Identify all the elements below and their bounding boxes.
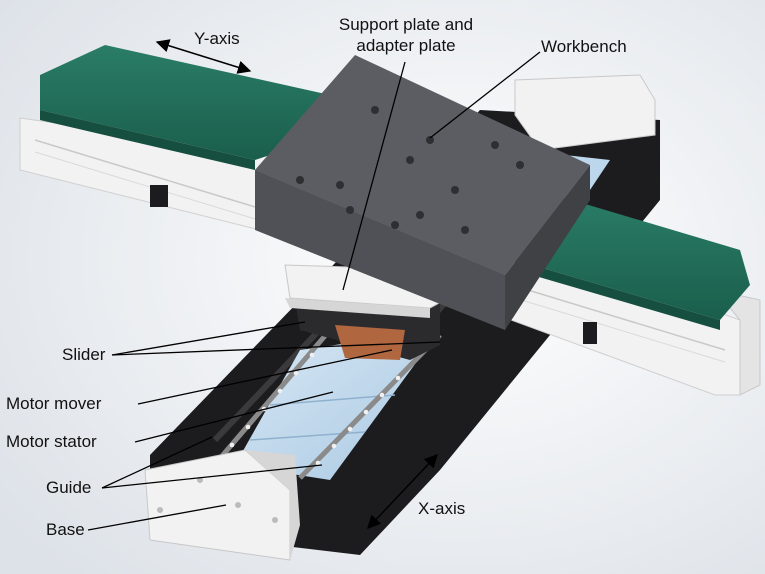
x-axis-arrow bbox=[367, 454, 438, 529]
workbench-top bbox=[255, 55, 590, 275]
motor-stator-channel bbox=[235, 330, 440, 480]
leader-guide-2 bbox=[101, 464, 323, 489]
leader-support-plate bbox=[342, 61, 406, 291]
leader-slider-1 bbox=[111, 321, 306, 356]
motor-stator-label: Motor stator bbox=[6, 432, 97, 451]
support-plate-label-line2: adapter plate bbox=[356, 36, 456, 55]
workbench-label: Workbench bbox=[541, 37, 627, 56]
leader-slider-2 bbox=[111, 341, 441, 356]
green-cover-left bbox=[40, 45, 330, 160]
support-plate-label-line1: Support plate and bbox=[338, 15, 474, 34]
base-label: Base bbox=[46, 520, 85, 539]
workbench-plate bbox=[255, 55, 590, 330]
support-plate-label: Support plate and adapter plate bbox=[296, 14, 516, 56]
y-axis-label: Y-axis bbox=[194, 29, 240, 48]
leader-lines bbox=[87, 51, 541, 531]
leader-guide-1 bbox=[101, 436, 213, 489]
guide-label: Guide bbox=[46, 478, 92, 497]
x-axis-label: X-axis bbox=[418, 499, 466, 518]
guide-rail-left bbox=[208, 328, 332, 472]
leader-base bbox=[87, 504, 227, 531]
guide-rail-right bbox=[298, 333, 442, 480]
slider-label: Slider bbox=[62, 345, 106, 364]
clamp-right bbox=[583, 322, 597, 344]
y-axis-arrow bbox=[155, 39, 252, 74]
motor-mover-label: Motor mover bbox=[6, 394, 102, 413]
leader-workbench bbox=[429, 51, 541, 139]
leader-motor-mover bbox=[137, 349, 393, 405]
leader-motor-stator bbox=[134, 391, 334, 443]
far-end-cap bbox=[514, 74, 656, 151]
green-cover-right bbox=[515, 195, 750, 320]
clamp-left bbox=[150, 185, 168, 207]
